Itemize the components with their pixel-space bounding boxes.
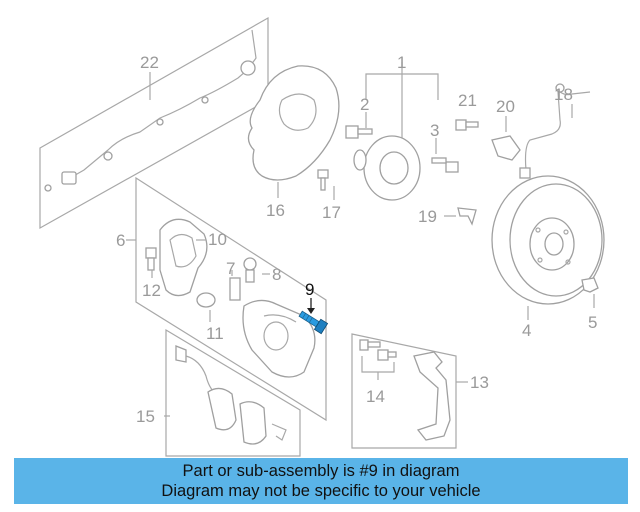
callout-17: 17 [322, 203, 341, 222]
part-4-brake-disc [491, 175, 605, 320]
part-1-wheel-hub [353, 62, 439, 201]
part-9-guide-bolt-highlighted [298, 298, 329, 335]
callout-5: 5 [588, 313, 597, 332]
callout-7: 7 [226, 259, 235, 278]
part-20-speed-sensor [491, 116, 521, 161]
callout-14: 14 [366, 387, 385, 406]
part-17-bolt [317, 169, 335, 200]
callout-8: 8 [272, 265, 281, 284]
part-5-screw [581, 277, 599, 308]
part-3-bolt [431, 138, 459, 173]
banner-line-part: Part or sub-assembly is #9 in diagram [182, 462, 460, 480]
callout-labels: 1 2 3 4 5 6 7 8 9 10 11 12 13 14 15 16 1… [116, 53, 597, 426]
part-2-bolt [345, 112, 373, 139]
callout-20: 20 [496, 97, 515, 116]
callout-22: 22 [140, 53, 159, 72]
part-6-caliper-panel [126, 176, 327, 422]
part-18-brake-hose [519, 83, 591, 179]
callout-15: 15 [136, 407, 155, 426]
callout-21: 21 [458, 91, 477, 110]
part-22-sensor-cable-panel [39, 16, 269, 230]
callout-18: 18 [554, 85, 573, 104]
callout-6: 6 [116, 231, 125, 250]
callout-1: 1 [397, 53, 406, 72]
callout-3: 3 [430, 121, 439, 140]
callout-19: 19 [418, 207, 437, 226]
part-13-14-hardware-panel [351, 333, 468, 449]
callout-10: 10 [208, 230, 227, 249]
part-15-brake-pads-panel [164, 328, 301, 457]
callout-11: 11 [206, 324, 224, 343]
part-19-clip [444, 207, 477, 226]
part-21-bolt [455, 119, 479, 131]
banner-line-disclaimer: Diagram may not be specific to your vehi… [161, 482, 481, 500]
callout-12: 12 [142, 281, 161, 300]
callout-9-highlighted: 9 [305, 280, 314, 299]
part-16-backing-plate [247, 65, 340, 198]
callout-16: 16 [266, 201, 285, 220]
callout-4: 4 [522, 321, 531, 340]
callout-13: 13 [470, 373, 489, 392]
info-banner: Part or sub-assembly is #9 in diagram Di… [14, 458, 628, 504]
callout-2: 2 [360, 95, 369, 114]
